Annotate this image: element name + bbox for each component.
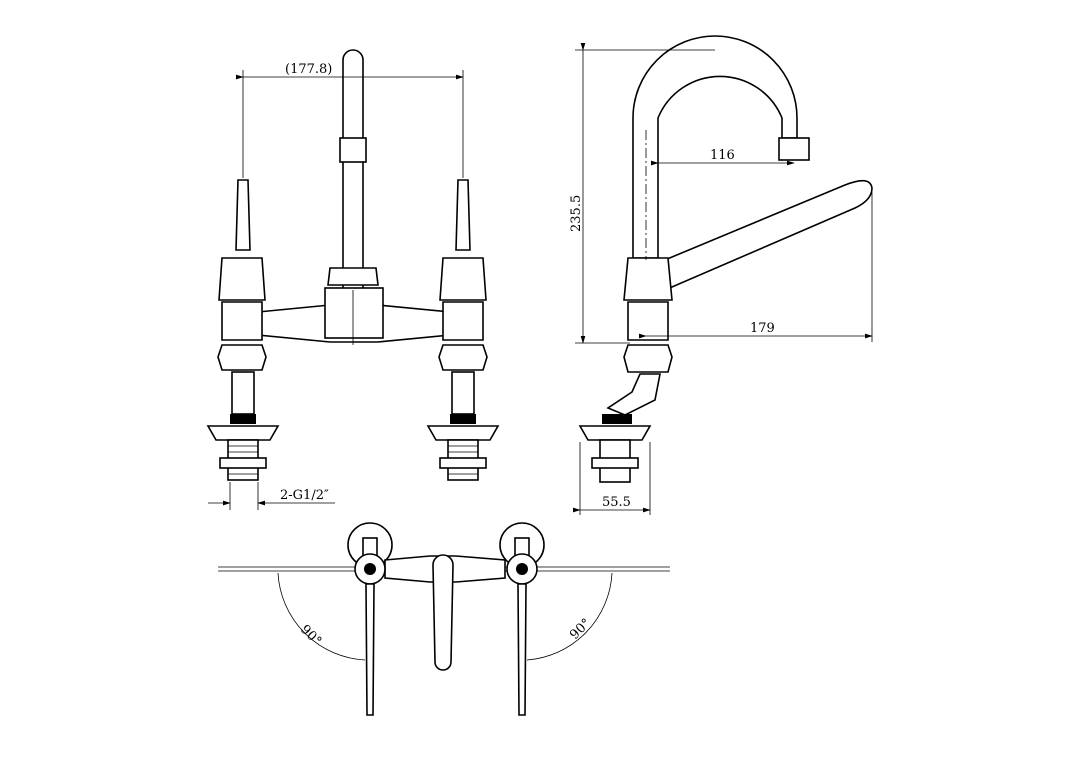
side-body xyxy=(623,257,673,301)
spacing-dim-label: (177.8) xyxy=(285,62,332,77)
base-dim-label: 55.5 xyxy=(602,495,631,510)
side-view: 235.5 116 179 55.5 xyxy=(569,35,873,515)
top-spout xyxy=(432,554,454,671)
side-lever xyxy=(659,179,873,292)
lever-dimension: 179 xyxy=(638,192,873,342)
lever-dim-label: 179 xyxy=(750,321,775,336)
reach-dimension: 116 xyxy=(645,130,795,260)
left-angle-label: 90° xyxy=(297,622,324,649)
top-view: 90° 90° xyxy=(218,522,670,716)
reach-dim-label: 116 xyxy=(710,148,735,163)
right-angle-label: 90° xyxy=(567,616,594,643)
height-dim-label: 235.5 xyxy=(569,195,584,232)
top-left-lever xyxy=(365,583,375,716)
front-body xyxy=(257,287,451,345)
height-dimension: 235.5 xyxy=(569,42,715,344)
thread-dimension: 2-G1/2″ xyxy=(208,482,335,510)
top-right-lever xyxy=(517,583,527,716)
front-spout xyxy=(327,49,379,291)
thread-dim-label: 2-G1/2″ xyxy=(280,488,329,503)
side-spout xyxy=(632,35,798,259)
right-valve xyxy=(426,179,500,481)
base-dimension: 55.5 xyxy=(572,442,651,515)
spacing-dimension: (177.8) xyxy=(235,62,464,178)
front-view: (177.8) 2-G1/2″ xyxy=(206,49,500,510)
left-valve xyxy=(206,179,280,481)
